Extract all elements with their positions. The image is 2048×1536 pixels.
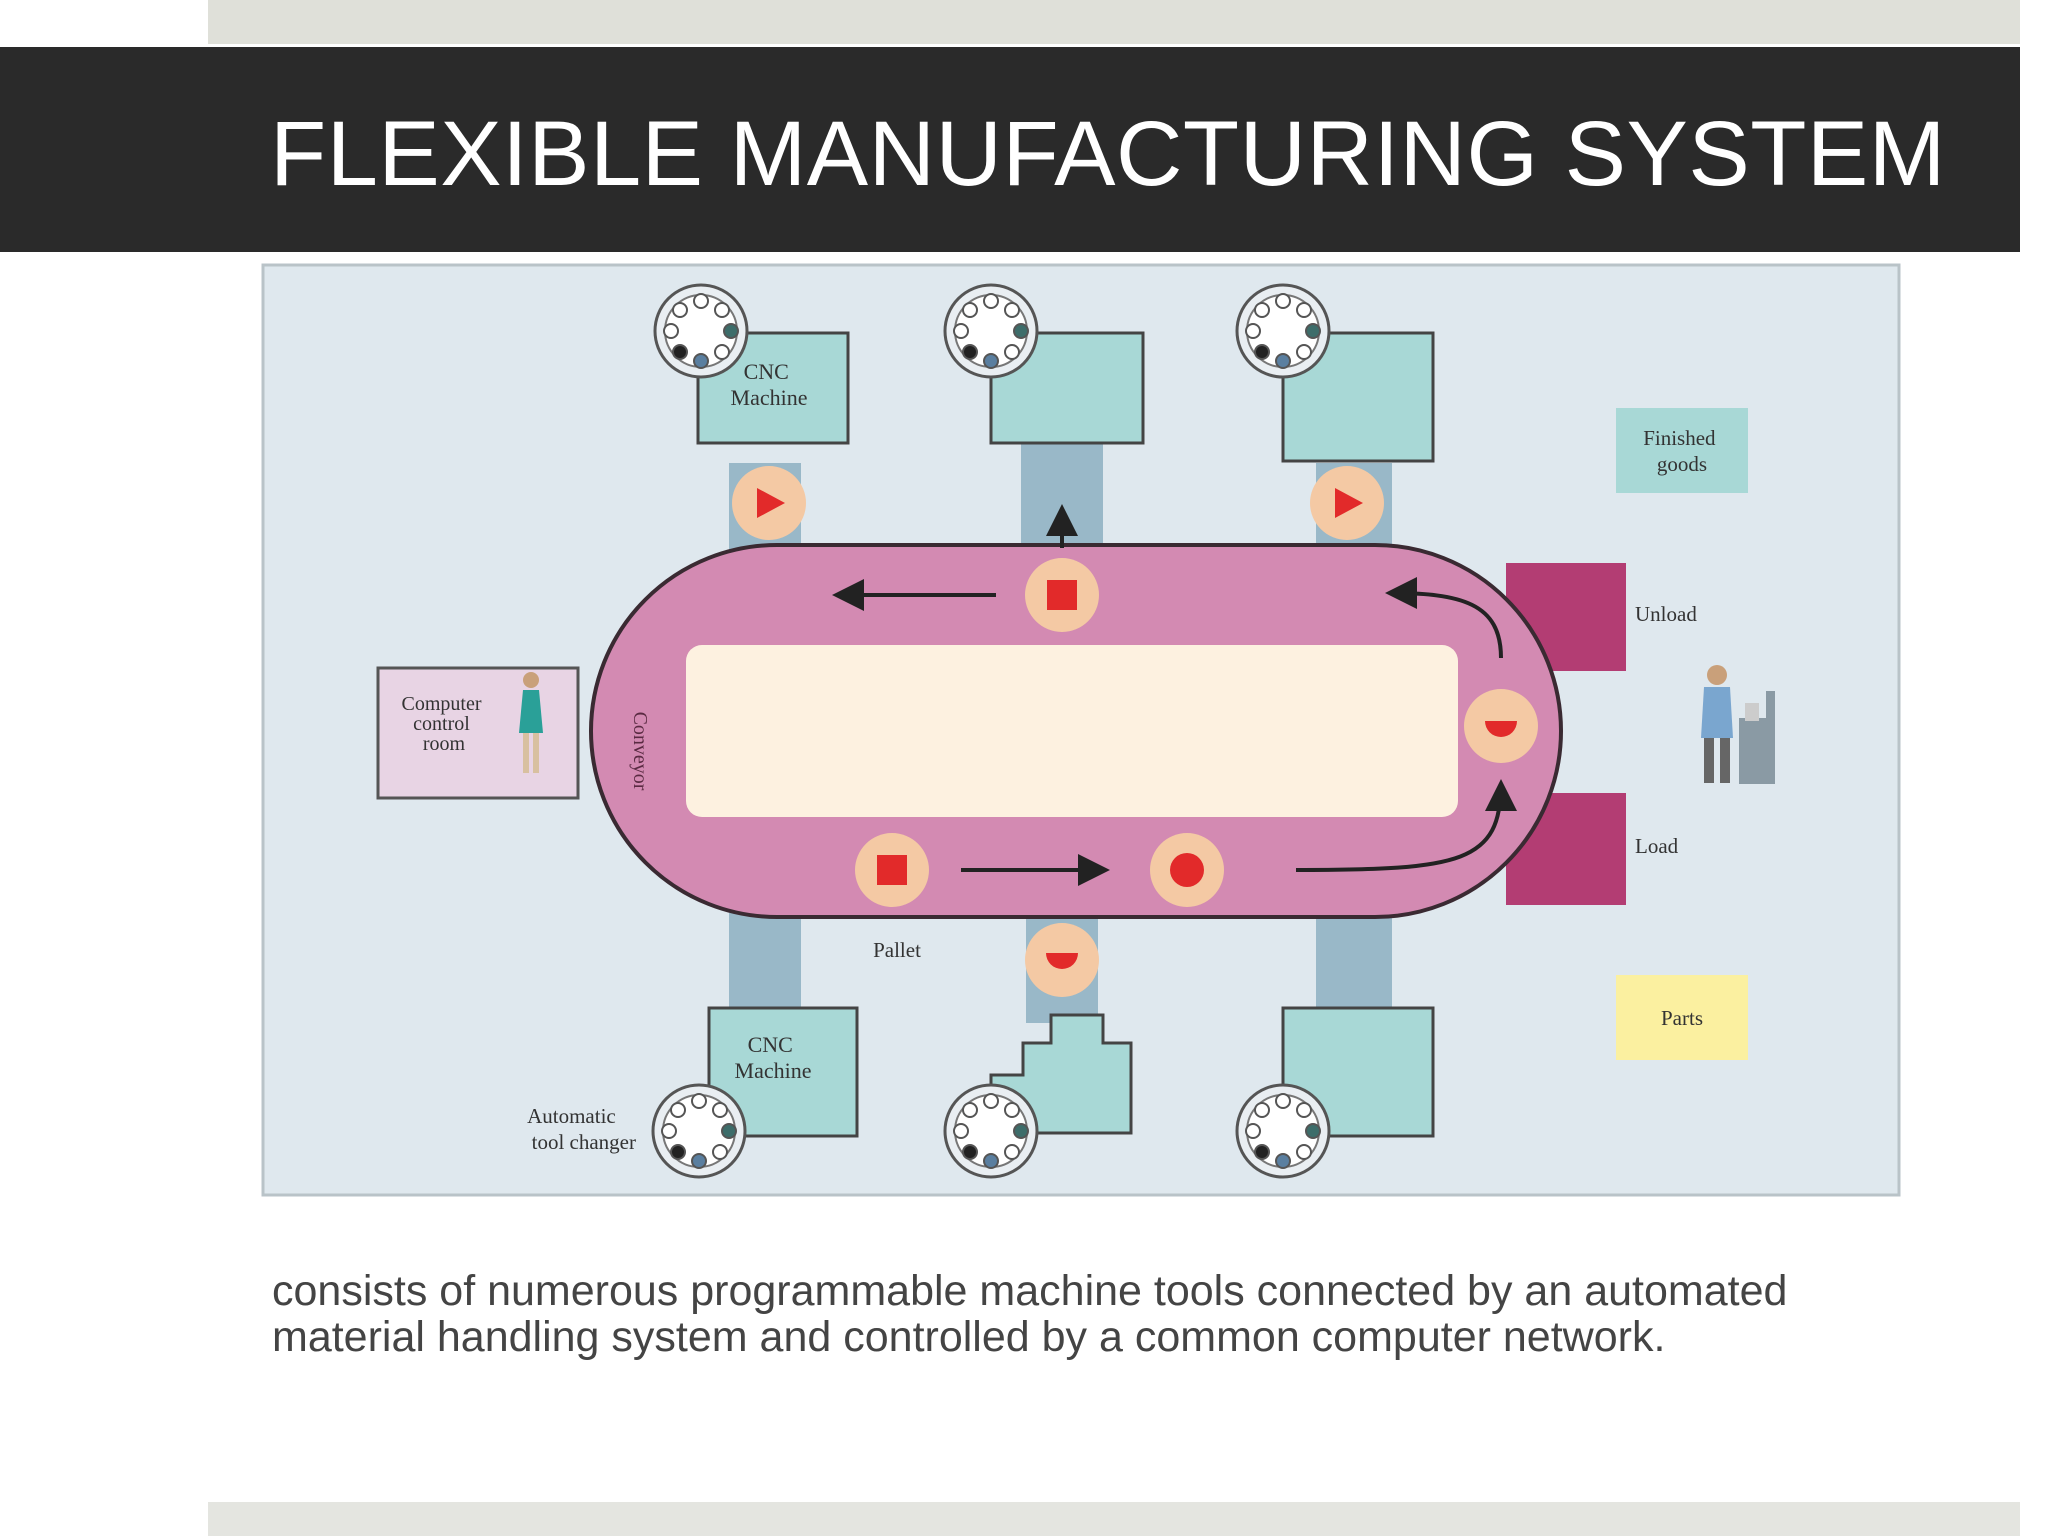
bottom-decor-strip — [208, 1502, 2020, 1536]
tool-changer-icon — [653, 283, 749, 379]
pallet — [732, 466, 806, 540]
finished-goods-label: Finished goods — [1643, 426, 1721, 476]
machine-connector — [729, 913, 801, 1013]
control-room-label: Computer control room — [402, 693, 487, 755]
control-room — [376, 666, 580, 800]
tool-changer-icon — [651, 1083, 747, 1179]
cnc-machine — [696, 331, 850, 445]
slide-title: FLEXIBLE MANUFACTURING SYSTEM — [270, 103, 1946, 205]
title-bar — [0, 47, 2020, 252]
finished-goods-box — [1616, 408, 1748, 493]
parts-label: Parts — [1661, 1006, 1703, 1030]
flow-arrow — [1385, 577, 1503, 659]
pallet — [1464, 689, 1538, 763]
tool-changer-label: Automatic tool changer — [527, 1104, 636, 1154]
tool-changer-icon — [943, 283, 1039, 379]
pallet — [1150, 833, 1224, 907]
pallet — [1025, 558, 1099, 632]
parts-box — [1616, 975, 1748, 1060]
pallet — [1310, 466, 1384, 540]
caption-line: material handling system and controlled … — [272, 1313, 1666, 1361]
caption-line: consists of numerous programmable machin… — [272, 1267, 1788, 1315]
slide-caption: consists of numerous programmable machin… — [272, 1268, 1932, 1360]
operator-icon — [519, 672, 543, 773]
machine-connector — [1316, 913, 1392, 1023]
unload-label: Unload — [1635, 602, 1697, 626]
cnc-machine-label-bottom: CNC Machine — [735, 1032, 812, 1083]
tool-changer-icon — [1235, 283, 1331, 379]
cnc-machine-label-top: CNC Machine — [731, 359, 808, 410]
tool-changer-icon — [943, 1083, 1039, 1179]
load-label: Load — [1635, 834, 1679, 858]
pallet — [1025, 923, 1099, 997]
pallet-label: Pallet — [873, 938, 921, 962]
pallet — [855, 833, 929, 907]
conveyor-label: Conveyor — [629, 712, 651, 791]
cart-icon — [1739, 691, 1775, 784]
fms-diagram: CNC Machine CNC Machine — [261, 263, 1901, 1197]
conveyor-inner — [686, 645, 1458, 817]
flow-arrow — [1295, 779, 1517, 872]
top-decor-strip — [208, 0, 2020, 44]
worker-icon — [1701, 665, 1733, 783]
tool-changer-icon — [1235, 1083, 1331, 1179]
